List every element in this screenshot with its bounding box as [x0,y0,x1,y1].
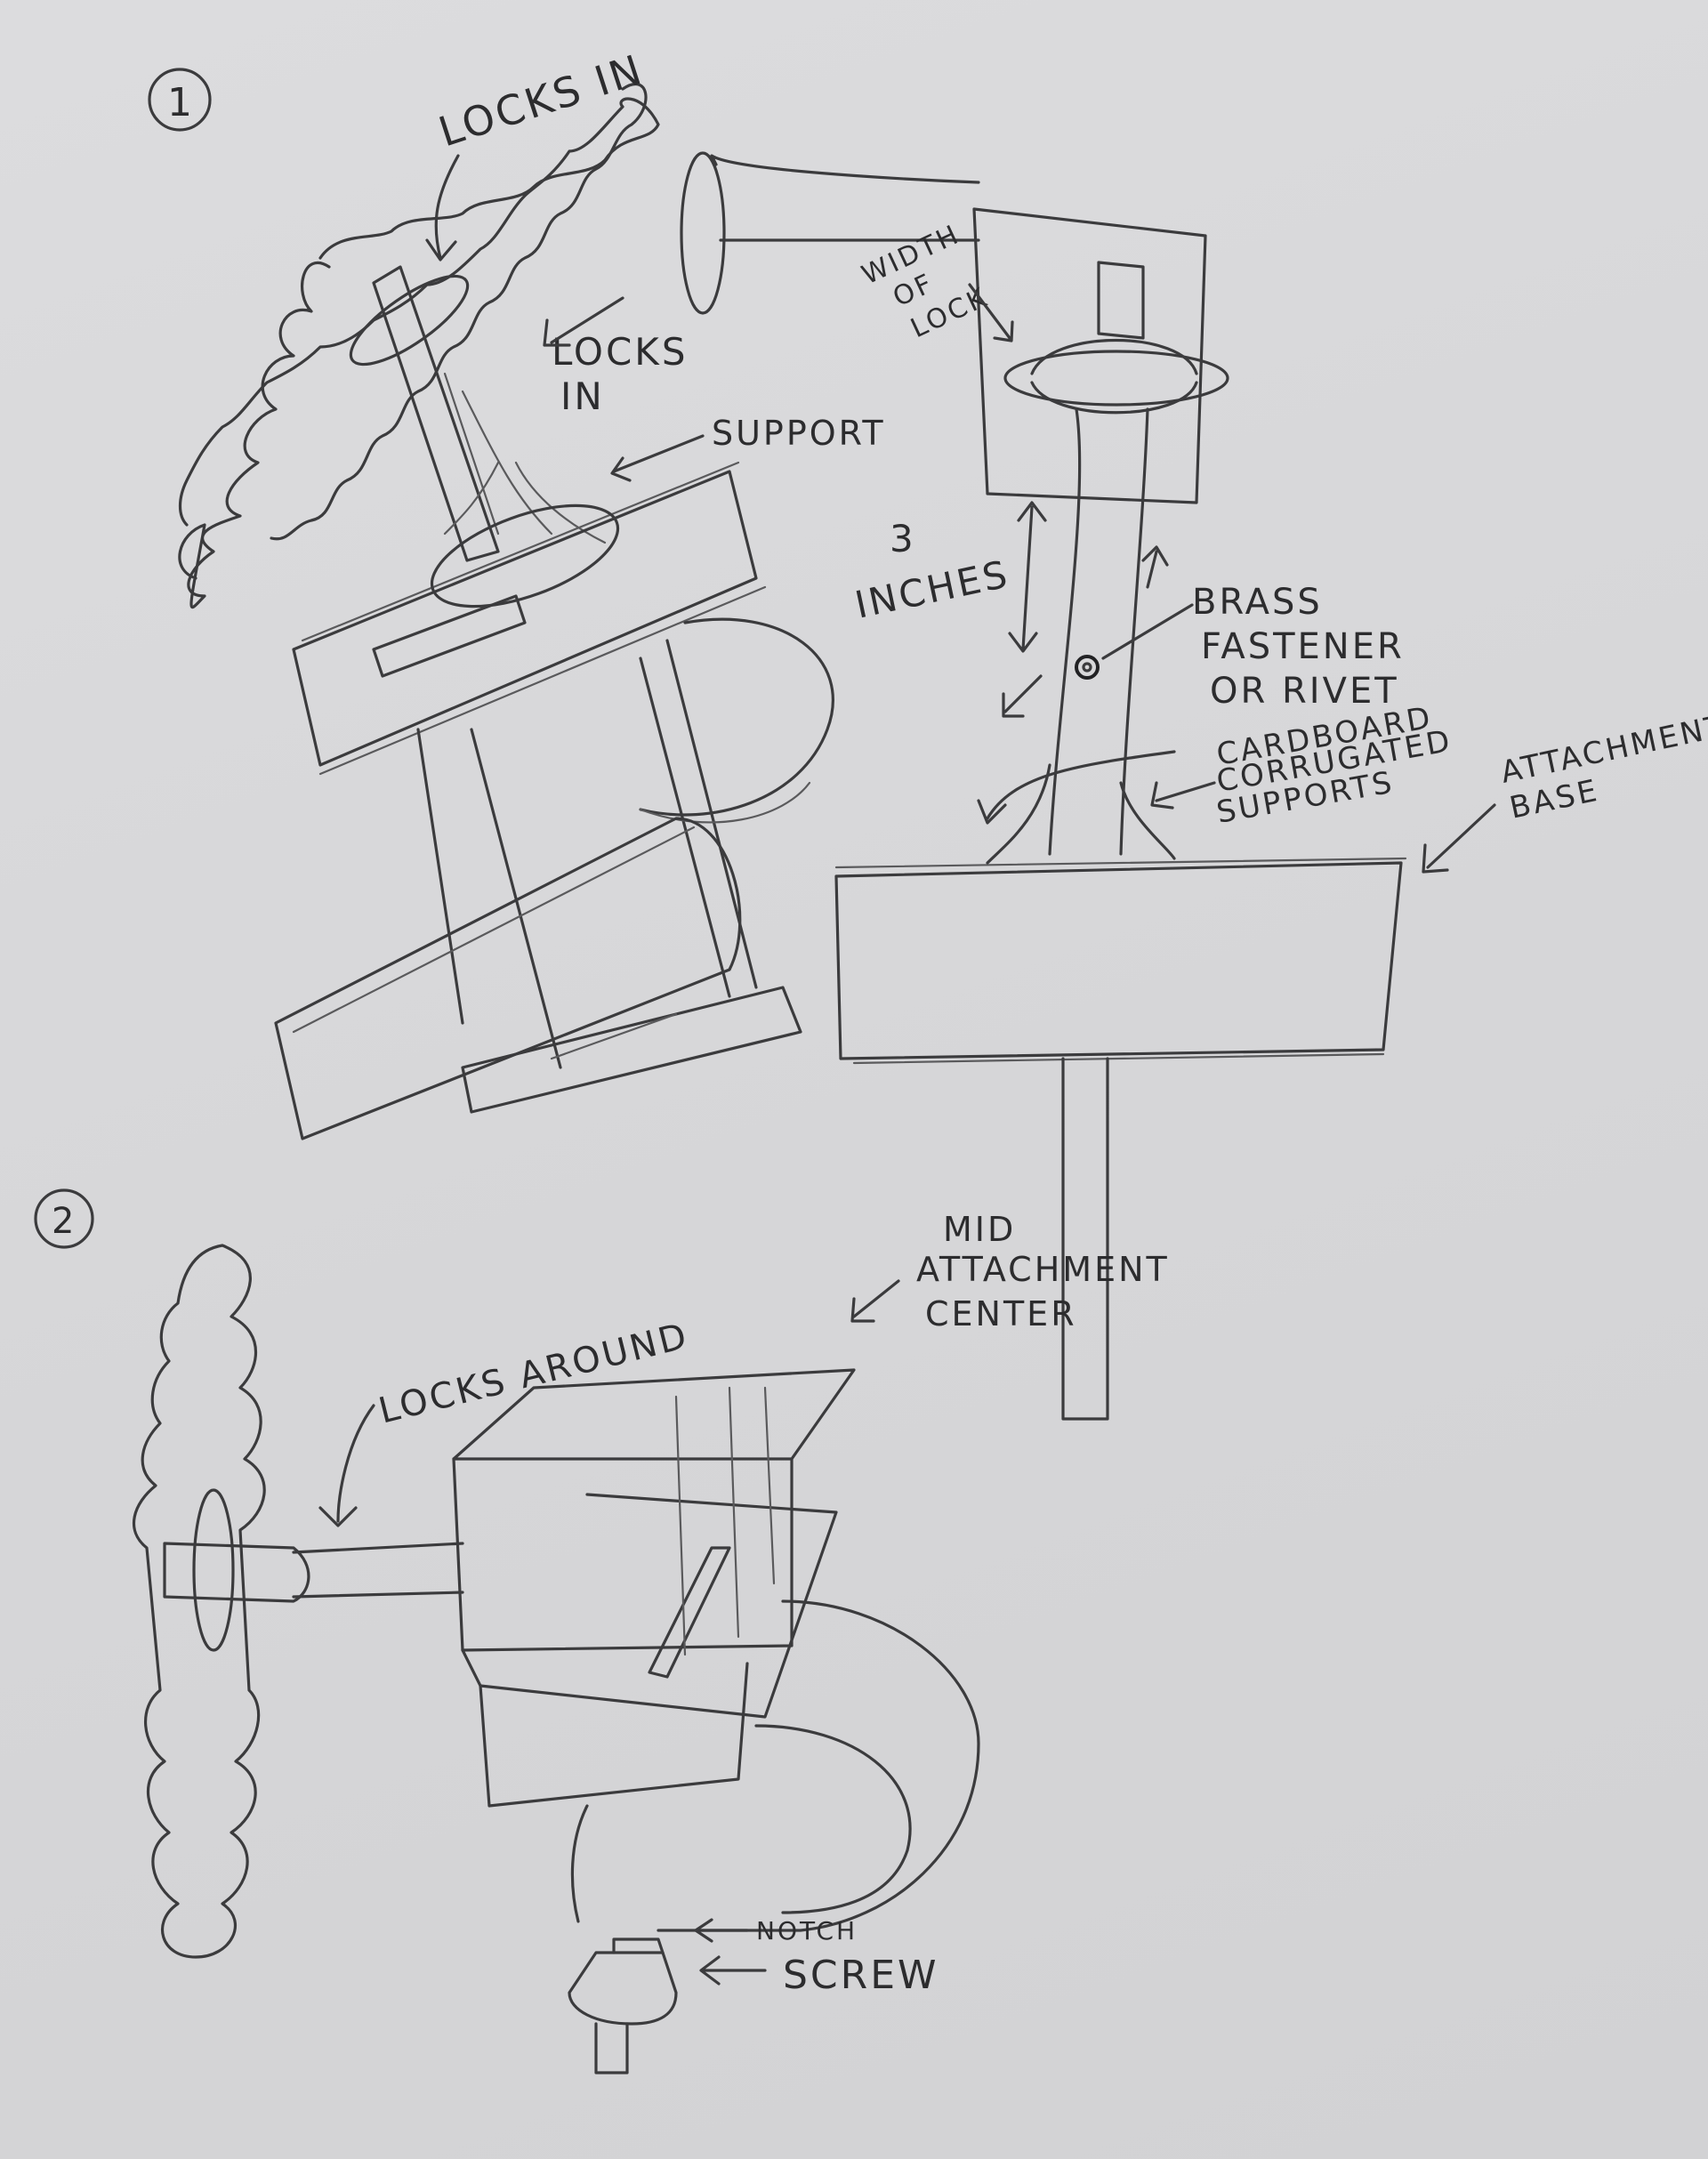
curved-band-inner-2 [754,1724,912,1914]
attachment-base [834,861,1403,1060]
attachment-base-shade [834,857,1407,1065]
band-side-2 [570,1804,589,1923]
upper-stub-2 [1097,261,1145,340]
upper-plate-1 [292,470,758,767]
side-knob [680,151,726,315]
screw-shaft-2 [594,2022,629,2074]
upper-housing-2 [972,207,1207,504]
label-brass-1: BRASS [1192,582,1323,623]
upper-plate-hub-1 [430,503,620,608]
label-locks-in-mid-2: IN [560,375,605,418]
corrugated-supports [986,763,1176,865]
lower-plate-edge-1 [292,826,696,1060]
arrow-width [968,283,1014,342]
arrow-locks-around [318,1404,375,1527]
screw-head-2 [568,1951,678,2026]
side-knob-shaft [710,154,980,242]
back-bulge-1 [639,617,834,817]
wavy-handle-1-outline [178,97,660,527]
label-screw: SCREW [783,1953,939,1998]
box-panel-2 [479,1493,838,1719]
wavy-stem-1 [270,82,648,541]
brass-rivet-inner [1082,662,1092,673]
label-support: SUPPORT [712,414,886,453]
arrow-brass [1101,603,1194,660]
curved-band-2 [657,1599,980,1932]
arrow-three-inches [1008,501,1047,653]
label-three: 3 [890,517,916,560]
arrow-notch [694,1918,749,1943]
label-inches: INCHES [851,552,1013,627]
lower-plate-lip-1 [461,986,802,1114]
arrow-attachment-base [1422,803,1496,874]
slot-2 [648,1546,731,1679]
label-mid-2: ATTACHMENT [916,1250,1170,1289]
lower-post-2 [1061,1057,1109,1421]
arrow-locks-in-mid [543,296,624,347]
arrow-cardboard-right [1150,781,1216,810]
arrow-cardboard-left [977,750,1176,825]
arrow-locks-in-top [425,154,460,262]
arrow-mid [850,1279,900,1323]
label-brass-3: OR RIVET [1210,671,1399,712]
upper-plate-edge-1 [301,461,767,776]
label-locks-in-mid-1: LOCKS [552,330,689,374]
sketch-2-number: 2 [34,1188,94,1249]
upper-plate-slot-1 [372,594,527,678]
svg-text:2: 2 [52,1201,77,1242]
lock-disc-1 [349,274,470,367]
arrow-support [610,434,705,482]
shaft-2 [292,1542,464,1599]
label-brass-2: FASTENER [1201,626,1405,667]
label-mid-1: MID [943,1210,1016,1249]
wavy-handle-2 [132,1244,266,1959]
lock-ring-2-top [1030,339,1198,415]
box-lines-2 [674,1386,776,1656]
arrow-up-small [1141,545,1169,589]
body-rails-1 [416,639,758,1069]
label-locks-around: LOCKS AROUND [375,1316,693,1432]
wavy-handle-1 [178,261,331,609]
back-bulge-shade-1 [639,781,811,824]
sketch-1-number: 1 [148,68,212,132]
post-1 [372,265,500,562]
label-attachment-1: ATTACHMENT [1498,708,1708,791]
arrow-down-small [1002,674,1043,718]
label-notch: NOTCH [756,1916,858,1946]
box-front-2 [452,1457,794,1652]
lock-ring-2 [1003,350,1229,407]
label-mid-3: CENTER [925,1294,1077,1333]
vertical-stem-2 [1048,407,1149,856]
box-lower-2 [461,1648,749,1808]
post-taper-1 [443,372,553,536]
screw-notch-2 [612,1937,665,1954]
brass-rivet [1075,655,1100,680]
lower-plate-1 [274,817,742,1140]
svg-text:1: 1 [167,80,195,125]
support-flare-1 [443,461,607,544]
lock-disc-2 [192,1488,235,1652]
arrow-screw [699,1955,767,1986]
lock-bar-2 [163,1542,310,1603]
